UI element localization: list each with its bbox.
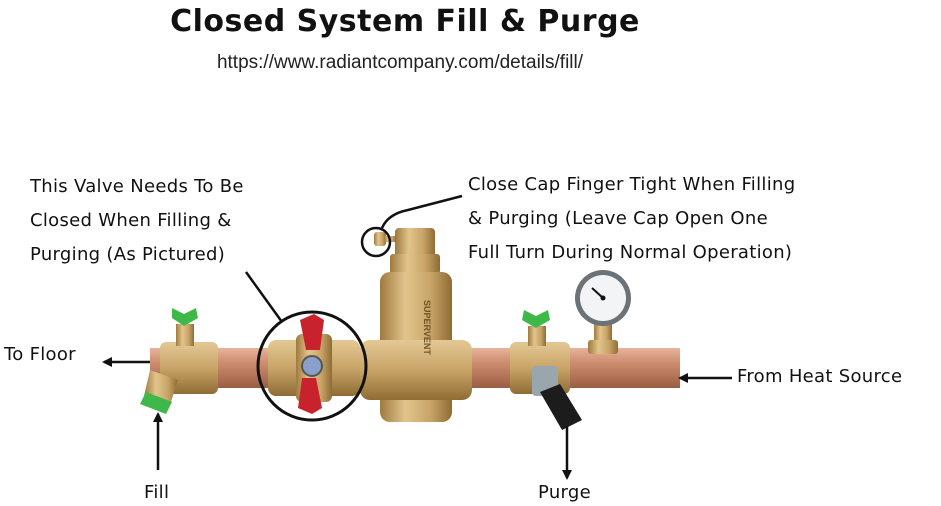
cap-note-line: Close Cap Finger Tight When Filling <box>468 174 796 195</box>
cap-callout-leader <box>380 194 463 229</box>
cap-note-line: & Purging (Leave Cap Open One <box>468 208 768 229</box>
valve-note-line: This Valve Needs To Be <box>30 176 244 197</box>
from-heat-source-label: From Heat Source <box>737 366 903 387</box>
valve-note-line: Closed When Filling & <box>30 210 232 231</box>
valve-callout-leader <box>244 271 284 323</box>
ball-valve <box>268 314 360 414</box>
fill-label: Fill <box>144 482 170 503</box>
left-drain-valve <box>140 308 218 414</box>
valve-highlight-circle <box>256 310 368 422</box>
air-separator: SUPERVENT <box>360 228 472 422</box>
to-floor-label: To Floor <box>4 344 76 365</box>
cap-highlight-circle <box>360 226 392 258</box>
pressure-gauge <box>575 270 631 354</box>
valve-note: This Valve Needs To Be Closed When Filli… <box>30 170 244 272</box>
cap-note: Close Cap Finger Tight When Filling & Pu… <box>468 168 795 270</box>
purge-valve <box>510 310 582 430</box>
cap-note-line: Full Turn During Normal Operation) <box>468 242 793 263</box>
purge-label: Purge <box>538 482 592 503</box>
source-url: https://www.radiantcompany.com/details/f… <box>216 52 584 73</box>
separator-brand-text: SUPERVENT <box>422 300 432 355</box>
page-title: Closed System Fill & Purge <box>170 4 640 39</box>
valve-note-line: Purging (As Pictured) <box>30 244 226 265</box>
